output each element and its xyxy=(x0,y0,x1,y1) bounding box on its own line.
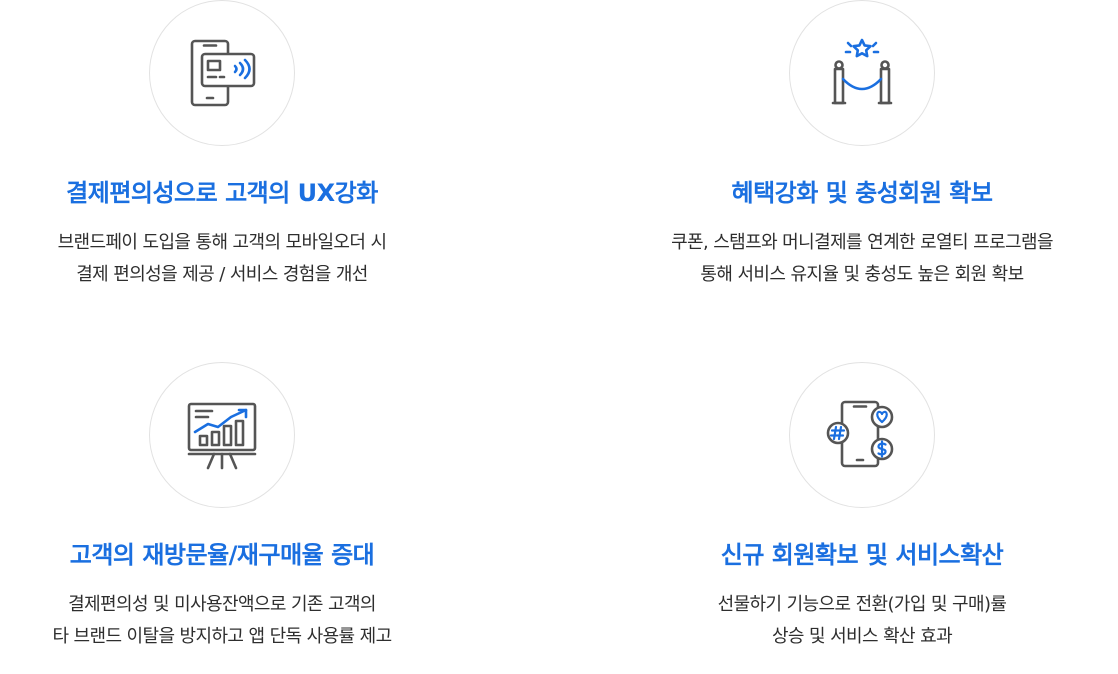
feature-description-line: 브랜드페이 도입을 통해 고객의 모바일오더 시 xyxy=(57,232,387,253)
mobile-payment-icon xyxy=(190,39,256,107)
feature-card-loyalty: 혜택강화 및 충성회원 확보 쿠폰, 스탬프와 머니결제를 연계한 로열티 프로… xyxy=(612,0,1112,291)
feature-description-line: 결제편의성 및 미사용잔액으로 기존 고객의 xyxy=(68,594,376,615)
feature-description-line: 통해 서비스 유지율 및 충성도 높은 회원 확보 xyxy=(700,264,1024,285)
feature-description: 선물하기 기능으로 전환(가입 및 구매)률 상승 및 서비스 확산 효과 xyxy=(612,589,1112,653)
vip-rope-star-icon xyxy=(831,38,893,105)
feature-description: 결제편의성 및 미사용잔액으로 기존 고객의 타 브랜드 이탈을 방지하고 앱 … xyxy=(0,589,472,653)
feature-description: 쿠폰, 스탬프와 머니결제를 연계한 로열티 프로그램을 통해 서비스 유지율 … xyxy=(612,227,1112,291)
icon-circle xyxy=(789,362,935,508)
feature-description: 브랜드페이 도입을 통해 고객의 모바일오더 시 결제 편의성을 제공 / 서비… xyxy=(0,227,472,291)
feature-card-ux: 결제편의성으로 고객의 UX강화 브랜드페이 도입을 통해 고객의 모바일오더 … xyxy=(0,0,472,291)
feature-description-line: 선물하기 기능으로 전환(가입 및 구매)률 xyxy=(717,594,1007,615)
icon-circle xyxy=(149,362,295,508)
growth-chart-board-icon xyxy=(187,402,257,470)
feature-title: 고객의 재방문율/재구매율 증대 xyxy=(69,541,375,569)
icon-circle xyxy=(789,0,935,146)
feature-description-line: 쿠폰, 스탬프와 머니결제를 연계한 로열티 프로그램을 xyxy=(671,232,1053,253)
mobile-social-money-icon xyxy=(826,400,894,468)
feature-title: 결제편의성으로 고객의 UX강화 xyxy=(66,179,378,207)
feature-card-expansion: 신규 회원확보 및 서비스확산 선물하기 기능으로 전환(가입 및 구매)률 상… xyxy=(612,362,1112,653)
feature-description-line: 타 브랜드 이탈을 방지하고 앱 단독 사용률 제고 xyxy=(52,626,392,647)
feature-description-line: 상승 및 서비스 확산 효과 xyxy=(771,626,953,647)
icon-circle xyxy=(149,0,295,146)
feature-description-line: 결제 편의성을 제공 / 서비스 경험을 개선 xyxy=(76,264,368,285)
feature-title: 혜택강화 및 충성회원 확보 xyxy=(731,179,993,207)
feature-title: 신규 회원확보 및 서비스확산 xyxy=(720,541,1004,569)
feature-card-revisit: 고객의 재방문율/재구매율 증대 결제편의성 및 미사용잔액으로 기존 고객의 … xyxy=(0,362,472,653)
